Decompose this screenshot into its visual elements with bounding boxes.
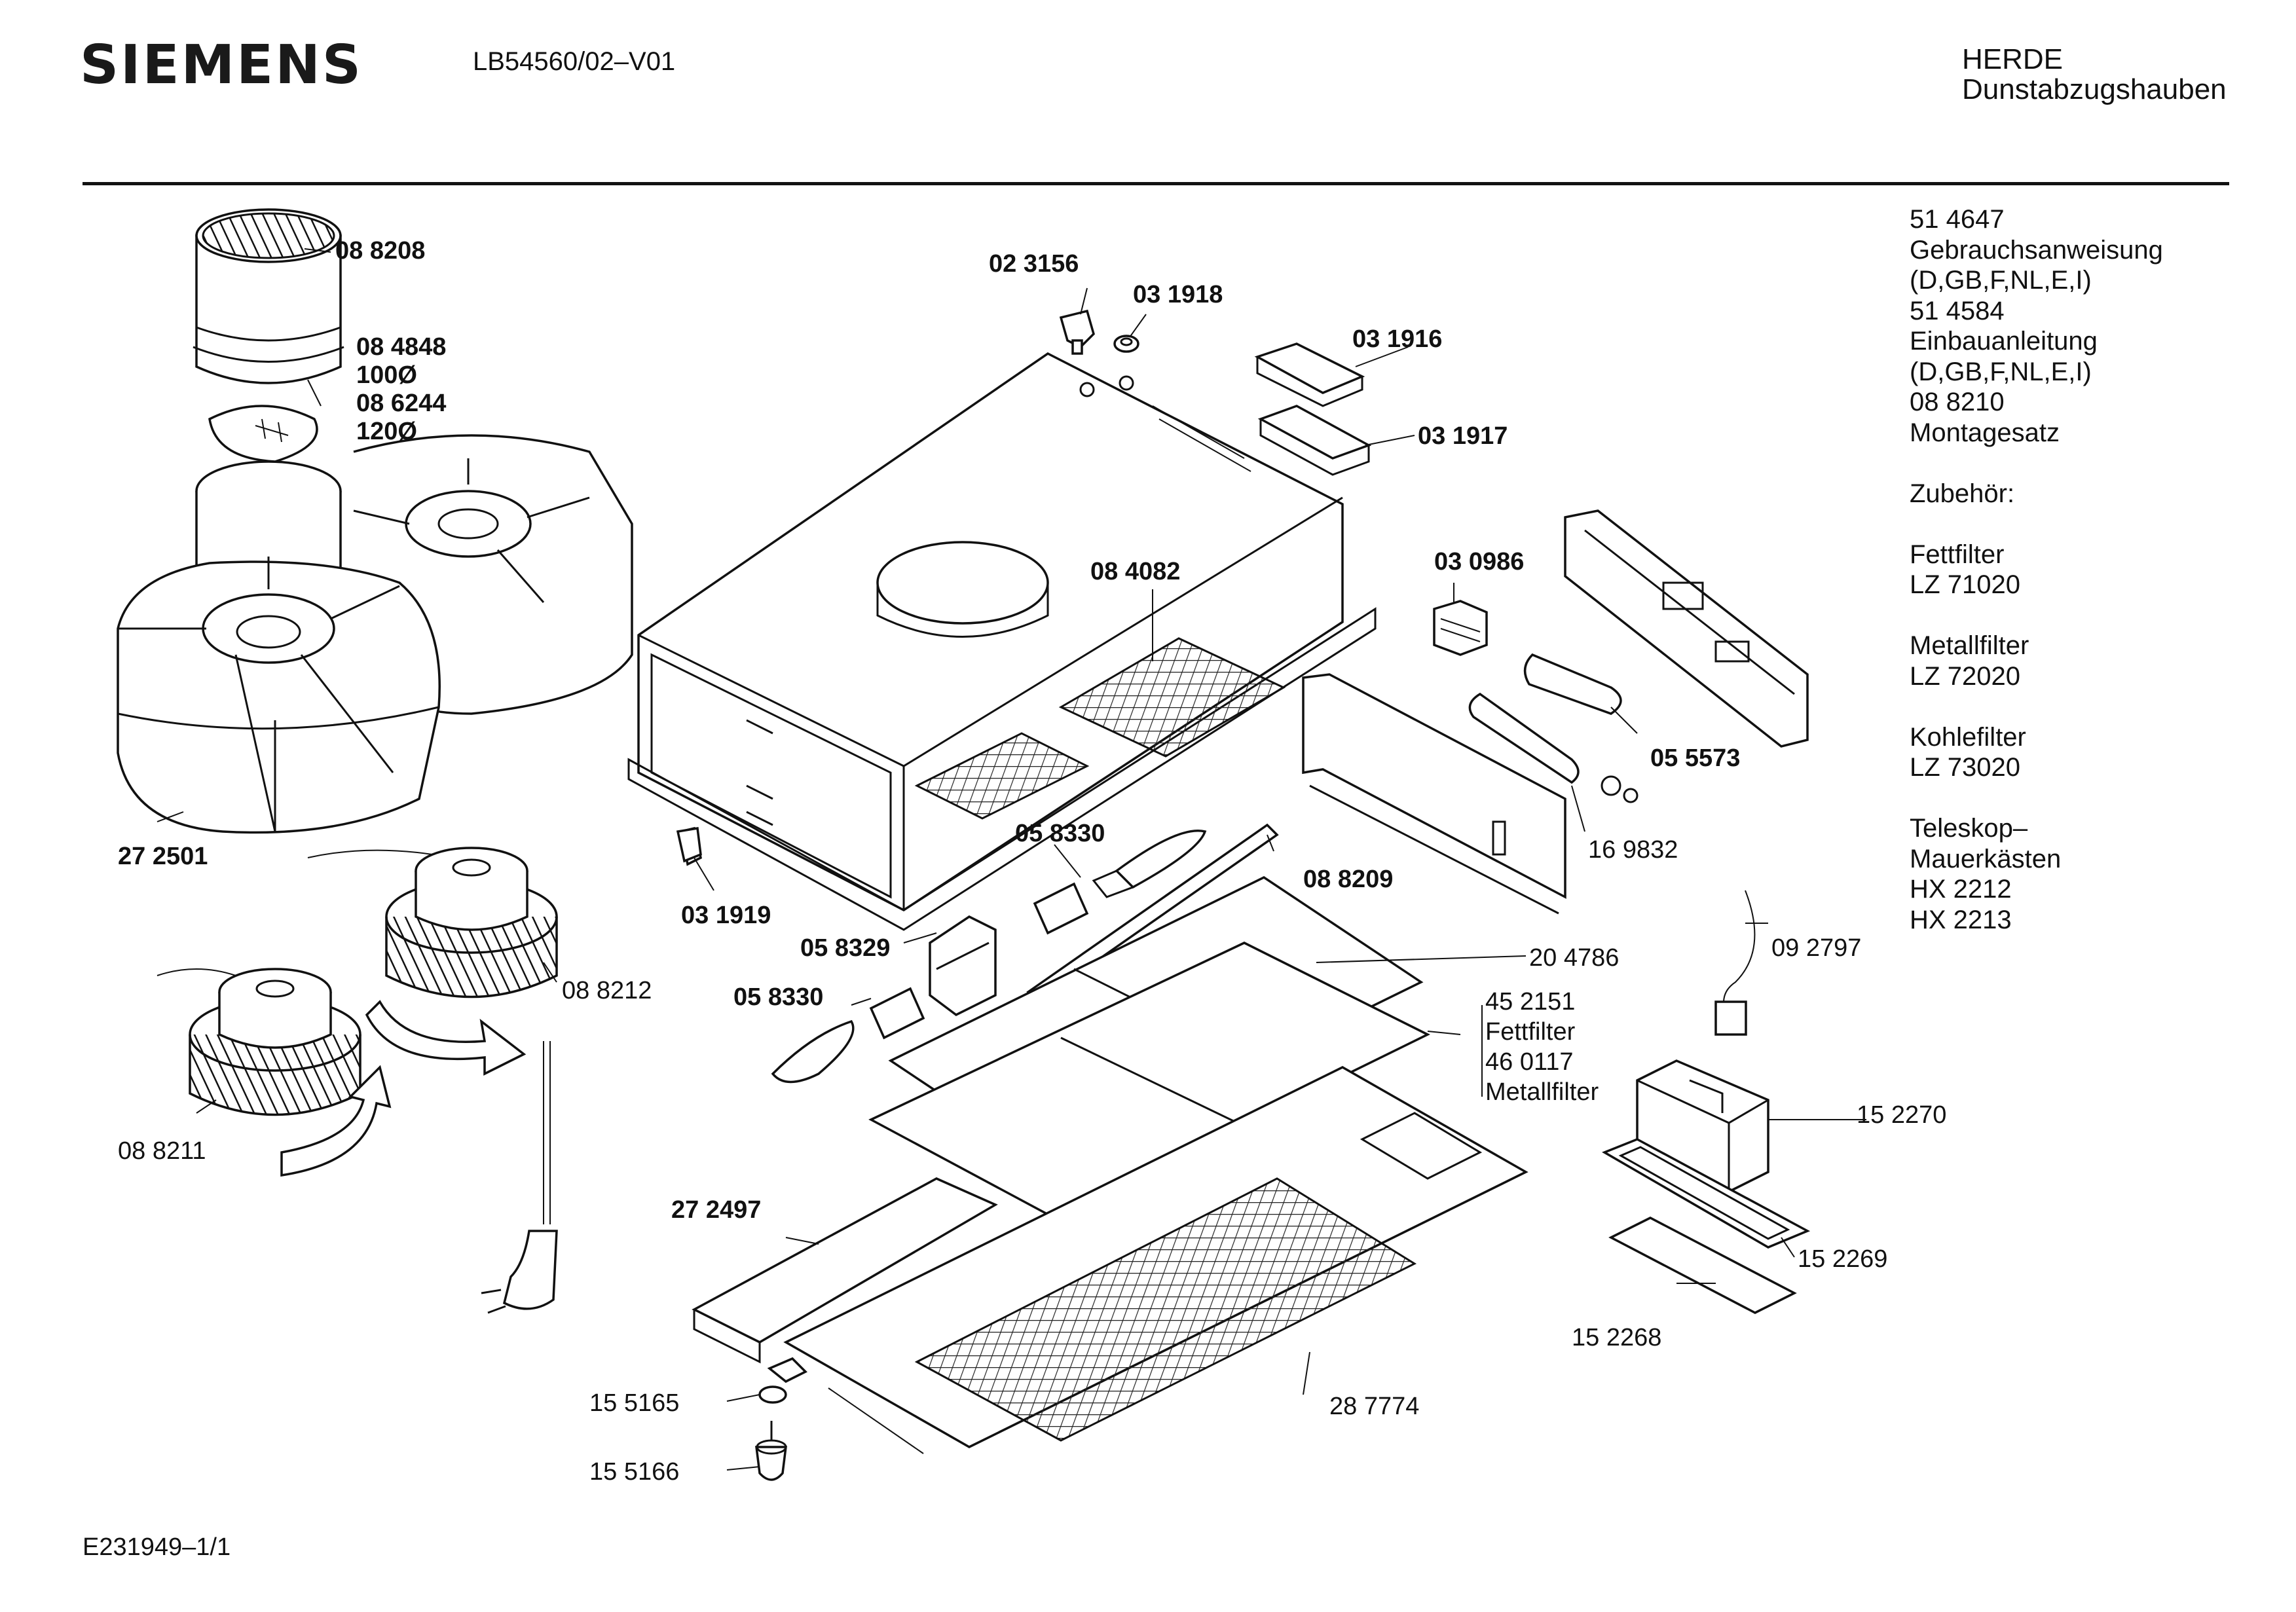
circuit-board-bracket bbox=[1564, 509, 1809, 748]
part-label: 28 7774 bbox=[1329, 1393, 1419, 1420]
blower-motor-lower bbox=[157, 968, 361, 1116]
part-label: 03 1918 bbox=[1133, 281, 1223, 308]
cable-092797 bbox=[1714, 890, 1756, 1036]
doc-line: (D,GB,F,NL,E,I) bbox=[1910, 357, 2092, 386]
part-label: 15 5166 bbox=[589, 1458, 679, 1486]
switch-bracket-031916 bbox=[1254, 342, 1365, 407]
doc-line: Einbauanleitung bbox=[1910, 327, 2098, 356]
part-label: 08 4082 bbox=[1090, 558, 1180, 585]
doc-line: Mauerkästen bbox=[1910, 844, 2062, 873]
header-divider bbox=[83, 182, 2229, 185]
lamp-holder-058329 bbox=[929, 915, 997, 1017]
doc-line: Teleskop– bbox=[1910, 814, 2028, 843]
part-label: 27 2497 bbox=[671, 1196, 761, 1224]
rotation-arrow-lower bbox=[280, 1065, 392, 1177]
part-label: 03 1916 bbox=[1352, 325, 1442, 353]
part-label: 27 2501 bbox=[118, 843, 208, 870]
terminal-block-030986 bbox=[1433, 600, 1488, 656]
part-label: 08 8211 bbox=[118, 1137, 206, 1165]
capacitor-055573 bbox=[1523, 653, 1622, 715]
doc-line: Montagesatz bbox=[1910, 418, 2060, 447]
doc-line: Gebrauchsanweisung bbox=[1910, 235, 2163, 265]
clip-031919 bbox=[676, 826, 702, 863]
category-title: HERDE bbox=[1962, 43, 2064, 75]
part-label: 45 2151 bbox=[1485, 988, 1575, 1016]
doc-line: 51 4584 bbox=[1910, 296, 2005, 325]
front-panel-204786 bbox=[1302, 673, 1566, 915]
filter-frame-272497 bbox=[692, 1177, 998, 1364]
part-label: Metallfilter bbox=[1485, 1078, 1599, 1106]
part-label: 08 4848 bbox=[356, 333, 446, 361]
model-number: LB54560/02–V01 bbox=[473, 47, 676, 76]
filter-mat bbox=[868, 942, 1430, 1219]
fan-grille-left bbox=[914, 732, 1090, 820]
part-label: Fettfilter bbox=[1485, 1018, 1576, 1046]
fan-grille-right bbox=[1058, 637, 1286, 758]
part-label: 02 3156 bbox=[989, 250, 1079, 278]
part-label: 46 0117 bbox=[1485, 1048, 1574, 1076]
siemens-logo: SIEMENS bbox=[80, 34, 363, 96]
part-label: 05 8329 bbox=[800, 934, 890, 962]
part-label: 15 2269 bbox=[1798, 1245, 1887, 1273]
switch-part-023156 bbox=[1059, 309, 1095, 355]
duct-adapter bbox=[193, 208, 344, 384]
metal-filter-287774 bbox=[783, 1066, 1528, 1448]
lamp-socket-upper bbox=[1033, 882, 1089, 935]
leader-lines bbox=[157, 248, 1866, 1471]
doc-line: (D,GB,F,NL,E,I) bbox=[1910, 266, 2092, 295]
knob-031918 bbox=[1113, 335, 1139, 353]
part-label: 03 1919 bbox=[681, 902, 771, 929]
backflow-flap bbox=[208, 379, 322, 463]
part-label: 15 2268 bbox=[1572, 1324, 1661, 1351]
part-label: 05 8330 bbox=[733, 983, 823, 1011]
doc-line: Fettfilter bbox=[1910, 540, 2005, 569]
doc-line: LZ 73020 bbox=[1910, 753, 2021, 782]
drawing-reference: E231949–1/1 bbox=[83, 1533, 231, 1561]
doc-line: 51 4647 bbox=[1910, 205, 2005, 234]
part-label: 05 8330 bbox=[1015, 820, 1105, 847]
switch-cover-031917 bbox=[1257, 405, 1372, 476]
rotation-arrow-upper bbox=[365, 1000, 527, 1076]
doc-line: Kohlefilter bbox=[1910, 722, 2026, 752]
part-label: 05 5573 bbox=[1650, 744, 1740, 772]
cover-plate-152268 bbox=[1608, 1217, 1797, 1314]
doc-line: LZ 71020 bbox=[1910, 570, 2021, 599]
part-label: 16 9832 bbox=[1588, 836, 1678, 864]
capacitor-169832 bbox=[1468, 692, 1639, 803]
doc-line: Zubehör: bbox=[1910, 479, 2015, 508]
part-label: 120Ø bbox=[356, 418, 417, 445]
doc-line: 08 8210 bbox=[1910, 388, 2005, 416]
doc-line: HX 2212 bbox=[1910, 875, 2012, 904]
doc-line: LZ 72020 bbox=[1910, 661, 2021, 691]
part-label: 20 4786 bbox=[1529, 944, 1619, 972]
category-subtitle: Dunstabzugshauben bbox=[1962, 73, 2227, 105]
part-label: 03 0986 bbox=[1434, 548, 1524, 576]
part-label: 09 2797 bbox=[1771, 934, 1861, 962]
part-label: 08 8209 bbox=[1303, 866, 1393, 893]
part-label: 100Ø bbox=[356, 361, 417, 389]
lamp-lower bbox=[771, 1019, 855, 1084]
part-label: 03 1917 bbox=[1418, 422, 1508, 450]
power-cord bbox=[481, 1041, 558, 1314]
doc-line: HX 2213 bbox=[1910, 905, 2012, 934]
part-label: 15 2270 bbox=[1857, 1101, 1946, 1129]
filter-latch-155166 bbox=[755, 1387, 924, 1481]
part-label: 08 6244 bbox=[356, 390, 446, 417]
doc-line: Metallfilter bbox=[1910, 631, 2029, 660]
blower-motor-upper bbox=[307, 847, 558, 998]
fan-housing bbox=[117, 434, 633, 834]
filter-latch-155165 bbox=[758, 1357, 807, 1404]
lamp-socket-lower bbox=[869, 987, 925, 1040]
documentation-list: 51 4647 Gebrauchsanweisung (D,GB,F,NL,E,… bbox=[1910, 204, 2163, 935]
part-label: 08 8212 bbox=[562, 977, 652, 1004]
frame-152269 bbox=[1602, 1138, 1811, 1249]
hood-body bbox=[627, 352, 1377, 931]
part-label: 08 8208 bbox=[335, 237, 425, 265]
lamp-upper bbox=[1092, 830, 1207, 898]
part-label: 15 5165 bbox=[589, 1389, 679, 1417]
